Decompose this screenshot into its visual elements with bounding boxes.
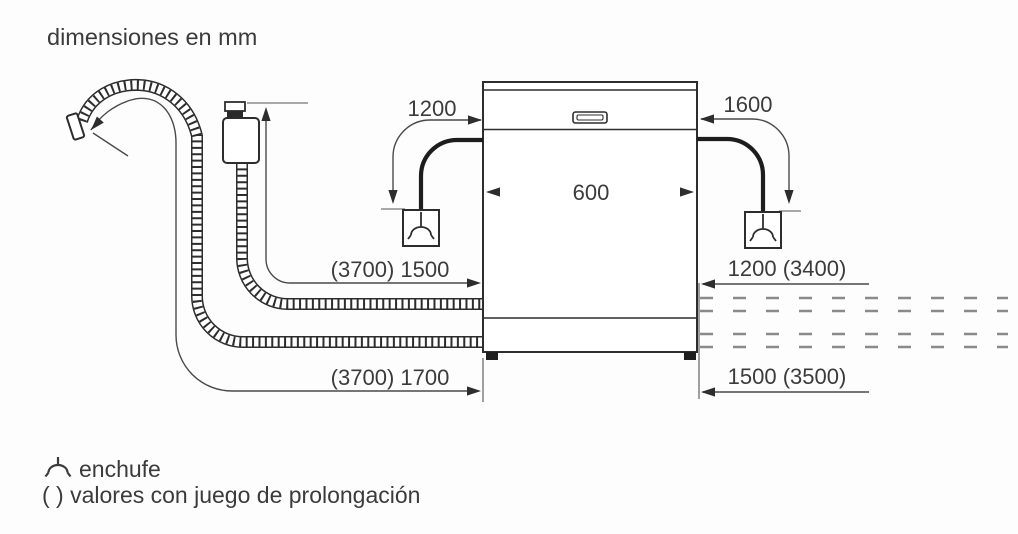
extension-hose-dashed-lines (700, 296, 1008, 349)
dim-line-power-cord-right (701, 118, 790, 192)
aquastop-thread (227, 111, 243, 117)
door-handle (572, 111, 608, 124)
dishwasher-front (482, 81, 698, 360)
power-cords (418, 136, 766, 212)
legend-extension-note: ( ) valores con juego de prolongación (42, 482, 420, 508)
dim-label-appliance-width: 600 (573, 180, 610, 205)
power-cord-left (418, 137, 483, 210)
foot-left (486, 352, 498, 360)
socket-icon (749, 214, 777, 242)
aquastop-valve (222, 101, 260, 164)
diagram-title: dimensiones en mm (47, 24, 257, 50)
dim-line-power-cord-left (392, 119, 481, 192)
socket-icon (407, 212, 435, 240)
dim-label-inlet-hose: (3700) 1500 (331, 257, 450, 282)
socket-symbol-right (744, 211, 782, 249)
socket-symbol-left (402, 209, 440, 247)
dimension-lines (90, 97, 869, 402)
foot-right (684, 352, 696, 360)
dishwasher-outline (482, 81, 698, 353)
reference-ticks (247, 102, 801, 212)
legend: enchufe ( ) valores con juego de prolong… (42, 456, 420, 508)
door-handle-inner (576, 114, 604, 121)
dim-line-drain-hose (90, 97, 469, 392)
plug-icon (44, 457, 72, 478)
dim-label-power-cord-left: 1200 (408, 96, 457, 121)
power-cord-right (697, 136, 766, 212)
legend-plug-label: enchufe (79, 456, 161, 482)
aquastop-body (222, 117, 260, 164)
dim-label-right-lower: 1500 (3500) (728, 364, 847, 389)
dim-label-power-cord-right: 1600 (724, 92, 773, 117)
dim-line-inlet-hose (265, 119, 469, 284)
dim-label-right-upper: 1200 (3400) (728, 256, 847, 281)
drain-hose (65, 85, 482, 342)
drain-hose-end-cap (65, 112, 86, 141)
dim-label-drain-hose: (3700) 1700 (331, 365, 450, 390)
